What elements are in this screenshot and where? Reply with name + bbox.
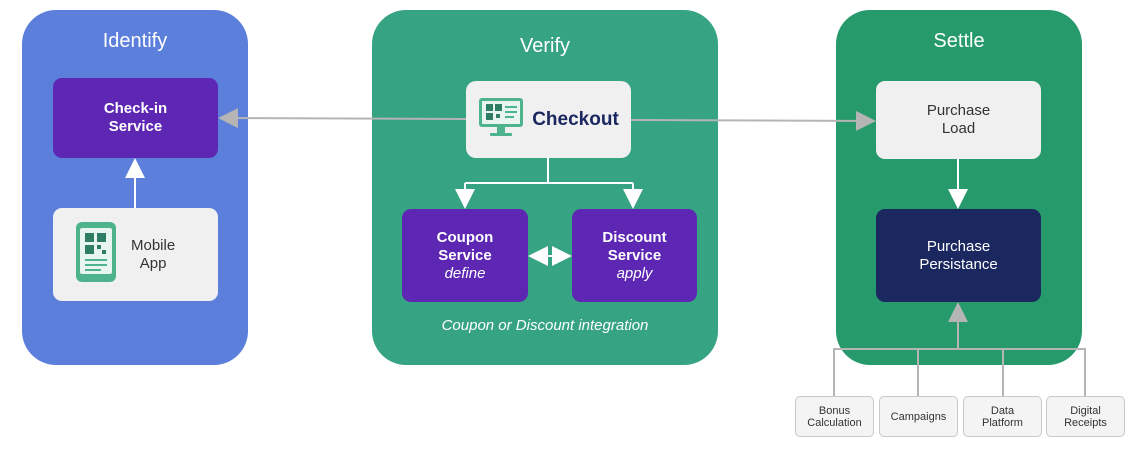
checkout-box[interactable]: Checkout (466, 81, 631, 158)
source-label-line1: Bonus (818, 404, 851, 417)
source-bonus-calculation[interactable]: Bonus Calculation (795, 396, 874, 437)
checkout-split-stem (465, 158, 633, 184)
settle-title: Settle (933, 30, 985, 52)
arrow-checkout-to-load (630, 110, 876, 131)
discount-label-line2: Service (607, 246, 662, 264)
qr-monitor-icon (478, 97, 524, 142)
discount-service-box[interactable]: Discount Service apply (572, 209, 697, 302)
coupon-label-line1: Coupon (436, 228, 494, 246)
coupon-label-line2: Service (438, 246, 492, 264)
source-digital-receipts[interactable]: Digital Receipts (1046, 396, 1125, 437)
coupon-sublabel: define (444, 264, 486, 282)
source-label-line2: Calculation (807, 416, 862, 429)
load-label-line1: Purchase (926, 102, 991, 119)
checkin-label-line2: Service (108, 118, 163, 135)
source-label-line1: Digital (1070, 404, 1101, 417)
identify-title: Identify (102, 30, 168, 52)
source-data-platform[interactable]: Data Platform (963, 396, 1042, 437)
persist-label-line1: Purchase (926, 237, 991, 255)
mobile-app-box[interactable]: Mobile App (53, 208, 218, 301)
persist-label-line2: Persistance (919, 255, 998, 273)
sources-bracket (833, 348, 1086, 396)
checkin-service-box[interactable]: Check-in Service (53, 78, 218, 158)
source-label-line1: Data (990, 404, 1015, 417)
source-campaigns[interactable]: Campaigns (879, 396, 958, 437)
coupon-service-box[interactable]: Coupon Service define (402, 209, 528, 302)
checkin-label-line1: Check-in (103, 100, 168, 117)
checkout-label: Checkout (532, 108, 619, 130)
verify-panel: Verify Coupon or Discount integration (372, 10, 718, 365)
discount-sublabel: apply (616, 264, 653, 282)
discount-label-line1: Discount (602, 228, 667, 246)
qr-phone-icon (75, 221, 117, 288)
source-label-line2: Receipts (1064, 416, 1107, 429)
source-label-line2: Platform (982, 416, 1023, 429)
source-label-line1: Campaigns (890, 410, 947, 423)
load-label-line2: Load (941, 120, 976, 137)
arrow-checkout-to-checkin (218, 108, 467, 129)
integration-caption: Coupon or Discount integration (441, 317, 649, 334)
mobile-label-line1: Mobile (131, 236, 176, 254)
mobile-label-line2: App (139, 254, 167, 272)
purchase-load-box[interactable]: Purchase Load (876, 81, 1041, 159)
verify-title: Verify (519, 35, 571, 57)
purchase-persistence-box[interactable]: Purchase Persistance (876, 209, 1041, 302)
